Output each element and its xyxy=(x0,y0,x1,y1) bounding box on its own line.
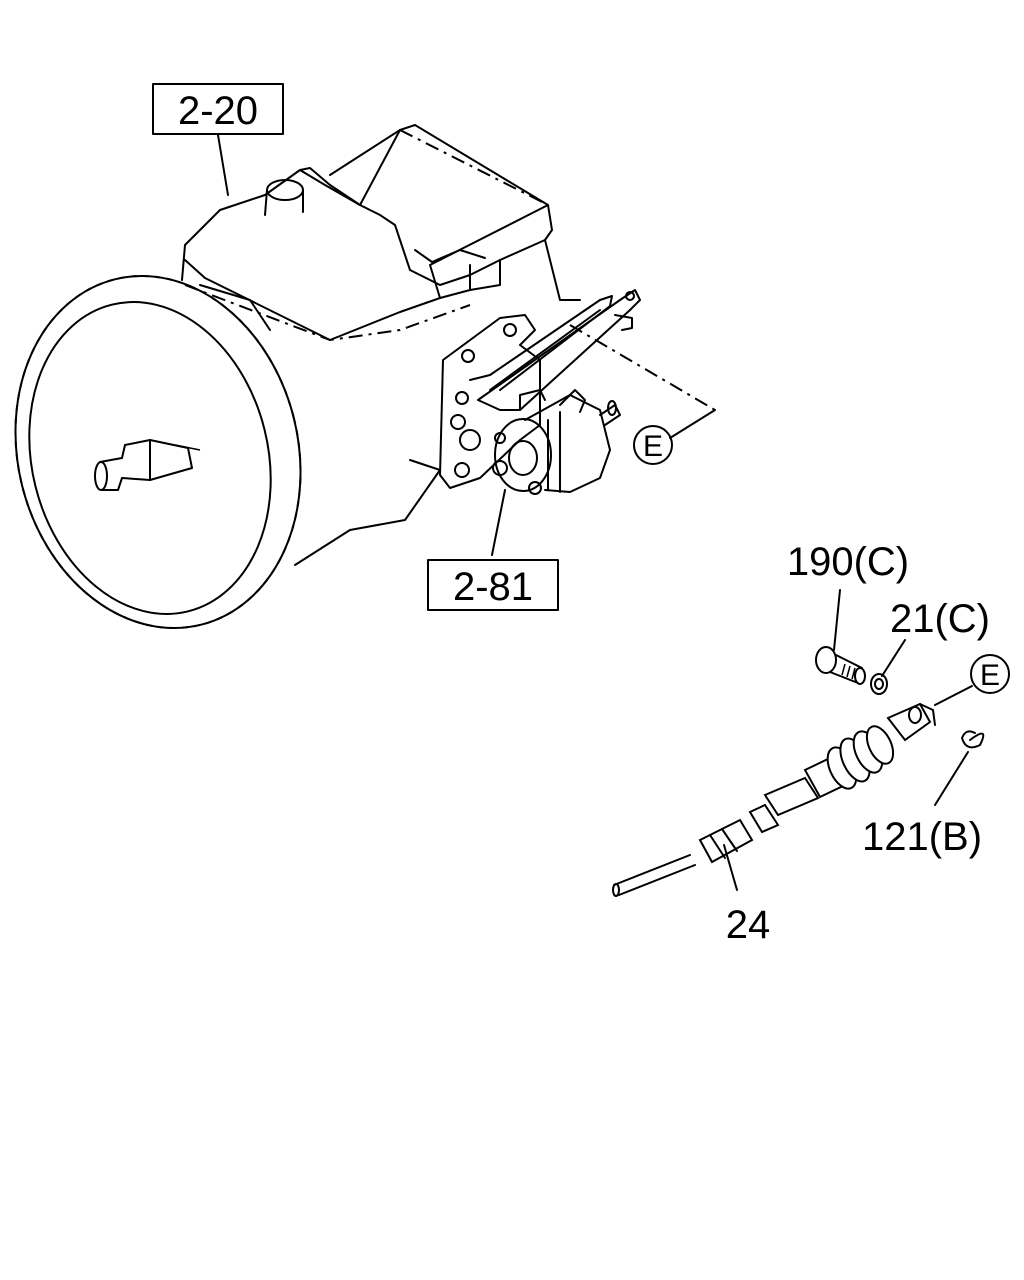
clip-part xyxy=(961,730,985,749)
cable-assembly xyxy=(612,702,936,897)
label-bolt: 190(C) xyxy=(787,540,909,584)
connector-text: E xyxy=(980,659,1000,692)
label-clip: 121(B) xyxy=(862,815,982,859)
callout-2-20: 2-20 xyxy=(152,83,284,135)
connector-e-top: E xyxy=(633,425,673,465)
cable-boot xyxy=(826,725,895,790)
label-cable: 24 xyxy=(726,903,771,947)
shift-unit xyxy=(439,289,641,495)
callout-text: 2-81 xyxy=(453,565,533,609)
leader-lines xyxy=(217,134,973,891)
connector-e-bottom: E xyxy=(970,654,1010,694)
bolt-part xyxy=(815,646,866,685)
connector-text: E xyxy=(643,430,663,463)
transmission-assembly xyxy=(14,124,581,630)
callout-text: 2-20 xyxy=(178,89,258,133)
washer-part xyxy=(870,673,888,695)
callout-2-81: 2-81 xyxy=(427,559,559,611)
label-washer: 21(C) xyxy=(890,597,990,641)
